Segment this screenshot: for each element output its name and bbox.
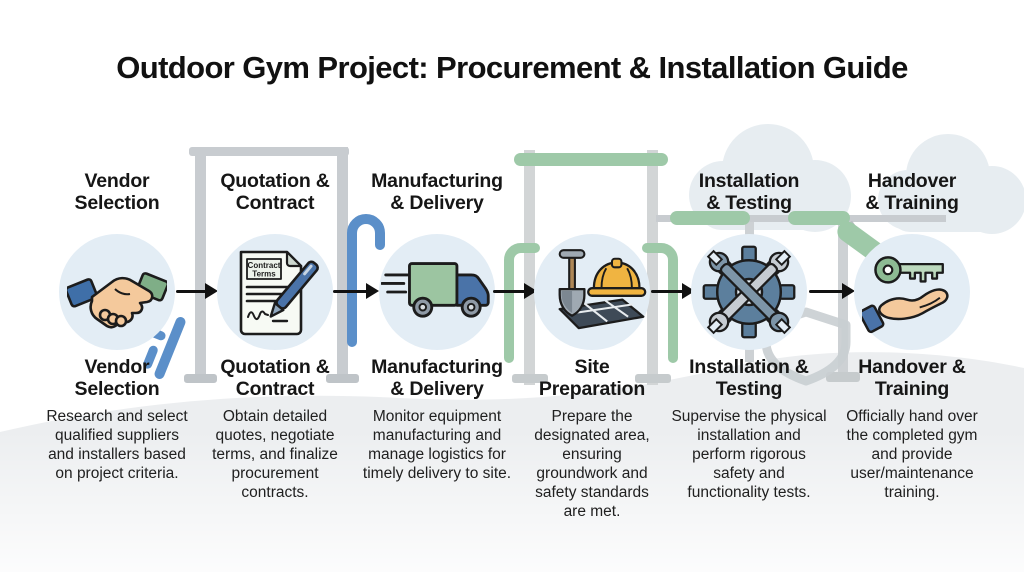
- step-description: Prepare the designated area, ensuring gr…: [534, 408, 650, 520]
- step-top-label: Manufacturing & Delivery: [371, 170, 503, 215]
- flow-arrow-5: [809, 283, 855, 299]
- step-description: Research and select qualified suppliers …: [46, 408, 188, 482]
- step-quotation-contract: Quotation & Contract Contract Terms: [186, 160, 364, 565]
- step-description: Monitor equipment manufacturing and mana…: [362, 408, 512, 482]
- handshake-icon: [67, 272, 167, 329]
- step-heading: Site Preparation: [538, 356, 646, 401]
- shield-decoration: [761, 307, 851, 386]
- step-top-label: Installation & Testing: [698, 170, 800, 215]
- step-top-label: Quotation & Contract: [220, 170, 330, 215]
- icon-circle: [854, 234, 970, 350]
- green-frame-decoration: [504, 150, 678, 385]
- infographic-title: Outdoor Gym Project: Procurement & Insta…: [116, 50, 908, 85]
- step-installation-testing: Installation & Testing: [660, 160, 838, 565]
- step-site-preparation: Site Preparation Prepare the designated …: [503, 160, 681, 565]
- blue-handle-decoration: [143, 214, 385, 379]
- gear-wrench-icon: [702, 245, 796, 339]
- shovel-hardhat-icon: [558, 249, 647, 330]
- pullup-frame-decoration: [184, 147, 359, 383]
- step-description: Officially hand over the completed gym a…: [846, 408, 978, 501]
- icon-circle: [691, 234, 807, 350]
- delivery-truck-icon: [381, 262, 490, 318]
- step-top-label: Vendor Selection: [74, 170, 160, 215]
- icon-circle: [59, 234, 175, 350]
- key-hand-icon: [862, 256, 949, 334]
- step-vendor-selection: Vendor Selection Vendor Selection Resear…: [28, 160, 206, 565]
- svg-text:Contract: Contract: [248, 261, 281, 270]
- step-description: Supervise the physical installation and …: [671, 408, 827, 501]
- step-heading: Installation & Testing: [689, 356, 809, 401]
- flow-arrow-1: [176, 283, 218, 299]
- step-handover-training: Handover & Training Handover & Training …: [822, 160, 1002, 565]
- step-manufacturing-delivery: Manufacturing & Delivery Manufacturin: [348, 160, 526, 565]
- step-heading: Manufacturing & Delivery: [371, 356, 503, 401]
- icon-circle: [534, 234, 650, 350]
- flow-arrow-2: [333, 283, 379, 299]
- step-description: Obtain detailed quotes, negotiate terms,…: [212, 408, 338, 501]
- contract-document-icon: Contract Terms: [239, 250, 319, 336]
- step-heading: Quotation & Contract: [220, 356, 330, 401]
- icon-circle: Contract Terms: [217, 234, 333, 350]
- svg-text:Terms: Terms: [252, 270, 276, 279]
- icon-circle: [379, 234, 495, 350]
- step-heading: Handover & Training: [858, 356, 966, 401]
- flow-arrow-3: [493, 283, 537, 299]
- step-heading: Vendor Selection: [74, 356, 160, 401]
- step-top-label: Handover & Training: [865, 170, 959, 215]
